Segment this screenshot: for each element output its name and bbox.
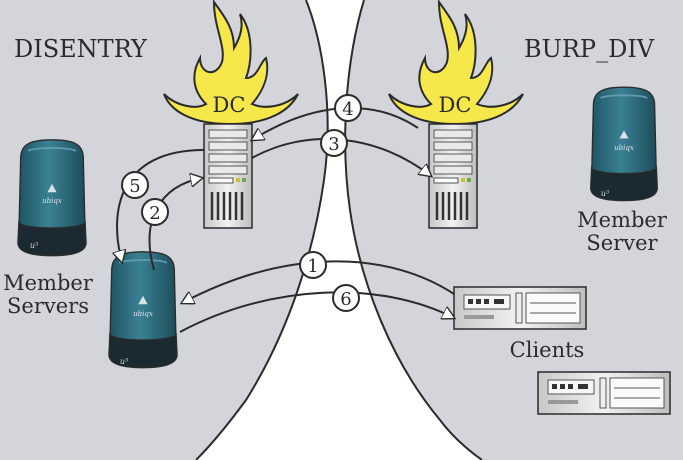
server-badge-text: u³: [120, 357, 128, 366]
arrow-step-1: [182, 260, 455, 303]
step-circle-3: 3: [320, 129, 348, 157]
domain-label-left: DISENTRY: [14, 35, 148, 63]
member-server-right: ubiqx u³: [589, 86, 659, 202]
dc-right-tower: [427, 122, 479, 230]
member-server-left-top: ubiqx u³: [17, 138, 87, 257]
server-logo-text: ubiqx: [614, 144, 634, 152]
step-circle-2: 2: [141, 198, 169, 226]
member-servers-label-line2: Servers: [7, 294, 89, 318]
dc-left: DC: [163, 1, 299, 230]
arrow-step-6: [179, 291, 454, 333]
step-circle-4: 4: [334, 94, 362, 122]
server-badge-text: u³: [601, 189, 609, 198]
client-2: [537, 371, 671, 415]
step-circle-1: 1: [299, 251, 327, 279]
dc-right-label: DC: [439, 93, 472, 117]
dc-right: DC: [388, 1, 524, 230]
svg-text:6: 6: [340, 289, 351, 310]
svg-text:3: 3: [328, 134, 339, 155]
server-logo-text: ubiqx: [133, 310, 153, 318]
server-logo-text: ubiqx: [42, 197, 62, 205]
domain-label-right: BURP_DIV: [524, 35, 655, 63]
member-server-label-line2: Server: [586, 231, 658, 255]
step-circle-6: 6: [332, 284, 360, 312]
svg-text:1: 1: [307, 256, 318, 277]
client-1: [453, 286, 587, 330]
svg-text:5: 5: [129, 176, 140, 197]
server-badge-text: u³: [30, 241, 38, 250]
svg-text:4: 4: [342, 99, 353, 120]
dc-left-label: DC: [213, 93, 246, 117]
svg-text:2: 2: [149, 203, 160, 224]
member-servers-label-line1: Member: [3, 271, 94, 295]
step-circle-5: 5: [121, 171, 149, 199]
member-server-label-line1: Member: [577, 208, 668, 232]
clients-label: Clients: [510, 338, 585, 362]
dc-left-tower: [202, 122, 254, 230]
member-server-left-bottom: ubiqx u³: [108, 250, 178, 369]
